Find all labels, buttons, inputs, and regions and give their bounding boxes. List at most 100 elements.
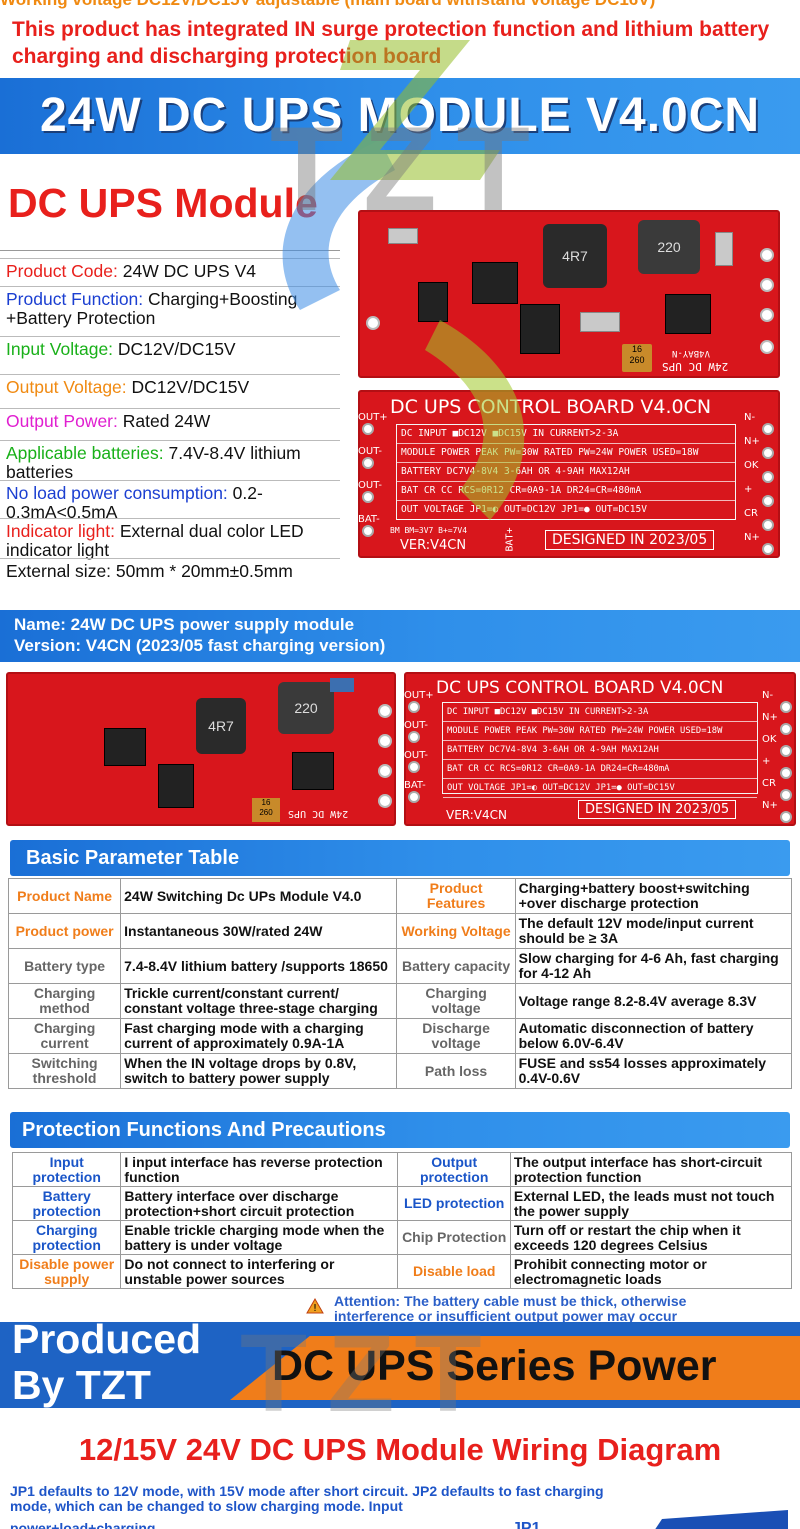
protection-value: Battery interface over discharge protect… xyxy=(120,1186,399,1221)
ctrl-spec-line: OUT VOLTAGE JP1=◐ OUT=DC12V JP1=● OUT=DC… xyxy=(443,779,757,798)
protection-label: Input protection xyxy=(11,1152,122,1187)
parameter-value: Automatic disconnection of battery below… xyxy=(514,1018,793,1054)
spec-row-divider xyxy=(0,258,340,259)
ic-chip-7 xyxy=(158,764,194,808)
spec-divider xyxy=(0,250,340,251)
parameter-value: 7.4-8.4V lithium battery /supports 18650 xyxy=(120,948,398,984)
produced-banner: Produced By TZT DC UPS Series Power xyxy=(0,1316,800,1408)
inductor-4r7: 4R7 xyxy=(543,224,607,288)
pin-pad: N+ xyxy=(744,436,778,460)
ctrl-board-title-2: DC UPS CONTROL BOARD V4.0CN xyxy=(436,678,724,698)
solder-pad xyxy=(780,789,792,801)
resistor-1 xyxy=(388,228,418,244)
pin-pad: N- xyxy=(744,412,778,436)
pin-pad: CR xyxy=(762,778,796,801)
solder-pad xyxy=(408,701,420,713)
solder-pad xyxy=(762,495,774,507)
protection-label: Disable load xyxy=(397,1254,511,1289)
produced-by-tzt: Produced By TZT xyxy=(12,1316,202,1408)
jumper-note: JP1 defaults to 12V mode, with 15V mode … xyxy=(10,1483,604,1514)
control-board-second: DC UPS CONTROL BOARD V4.0CN DC INPUT ■DC… xyxy=(404,672,796,826)
parameter-value: Fast charging mode with a charging curre… xyxy=(120,1018,398,1054)
solder-pad-4 xyxy=(760,340,774,354)
spec-label: Indicator light: xyxy=(6,521,115,541)
spec-label: Product Code: xyxy=(6,261,118,281)
spec-row-divider xyxy=(0,440,340,441)
solder-pad xyxy=(362,423,374,435)
spec-row: Product Function: Charging+Boosting +Bat… xyxy=(6,290,344,328)
logo-z-mark xyxy=(330,40,500,180)
capacitor-260-2: 16 260 xyxy=(252,798,280,822)
pin-label: N+ xyxy=(762,712,778,723)
title-banner: 24W DC UPS MODULE V4.0CN xyxy=(0,78,800,154)
solder-pad xyxy=(780,701,792,713)
parameter-value: Slow charging for 4-6 Ah, fast charging … xyxy=(514,948,793,984)
silk-brand: V4BAY-N xyxy=(672,348,710,358)
solder-pad xyxy=(780,767,792,779)
solder-pad-8 xyxy=(378,764,392,778)
pin-label: OUT- xyxy=(404,750,428,761)
spec-row: No load power consumption: 0.2-0.3mA<0.5… xyxy=(6,484,344,522)
spec-label: No load power consumption: xyxy=(6,483,228,503)
spec-row-divider xyxy=(0,518,340,519)
pin-label: OK xyxy=(762,734,777,745)
spec-row-divider xyxy=(0,408,340,409)
pin-label: OUT+ xyxy=(358,412,388,423)
protection-label: LED protection xyxy=(397,1186,511,1221)
pin-label: OUT- xyxy=(404,720,428,731)
solder-pad xyxy=(362,525,374,537)
version-line: Version: V4CN (2023/05 fast charging ver… xyxy=(14,636,386,655)
parameter-value: FUSE and ss54 losses approximately 0.4V-… xyxy=(514,1053,793,1089)
solder-pad xyxy=(762,471,774,483)
protection-label: Disable power supply xyxy=(11,1254,122,1289)
name-bar: Name: 24W DC UPS power supply module Ver… xyxy=(0,610,800,662)
spec-row: Applicable batteries: 7.4V-8.4V lithium … xyxy=(6,444,344,482)
spec-label: External size: xyxy=(6,561,112,581)
spec-value: DC12V/DC15V xyxy=(126,377,250,397)
name-line: Name: 24W DC UPS power supply module xyxy=(14,615,355,634)
series-title: DC UPS Series Power xyxy=(272,1342,717,1390)
working-voltage-line: Working voltage DC12V/DC15V adjustable (… xyxy=(0,0,800,10)
ctrl-version-2: VER:V4CN xyxy=(446,808,508,822)
solder-pad-1 xyxy=(760,248,774,262)
solder-pad xyxy=(362,457,374,469)
wiring-title: 12/15V 24V DC UPS Module Wiring Diagram xyxy=(78,1432,722,1467)
watermark-tzt-1: TZT xyxy=(270,102,550,236)
protection-label: Output protection xyxy=(397,1152,511,1187)
parameter-label: Product Name xyxy=(7,878,122,914)
solder-pad xyxy=(762,543,774,555)
ctrl-spec-line: MODULE POWER PEAK PW=30W RATED PW=24W PO… xyxy=(397,444,735,463)
ctrl-spec-line: BATTERY DC7V4-8V4 3-6AH OR 4-9AH MAX12AH xyxy=(443,741,757,760)
protection-value: I input interface has reverse protection… xyxy=(120,1152,399,1187)
parameter-label: Charging voltage xyxy=(396,983,516,1019)
parameter-value: Voltage range 8.2-8.4V average 8.3V xyxy=(514,983,793,1019)
ic-chip-3 xyxy=(418,282,448,322)
pin-label: + xyxy=(744,484,753,495)
solder-pad-6 xyxy=(378,704,392,718)
logo-swoosh-blue xyxy=(282,140,395,310)
pin-label: N+ xyxy=(744,532,760,543)
spec-row: Product Code: 24W DC UPS V4 xyxy=(6,262,344,281)
solder-pad xyxy=(408,791,420,803)
attention-note: Attention: The battery cable must be thi… xyxy=(334,1293,687,1324)
spec-value: 50mm * 20mm±0.5mm xyxy=(111,561,293,581)
protection-label: Chip Protection xyxy=(397,1220,511,1255)
resistor-3 xyxy=(715,232,733,266)
surge-protection-line: This product has integrated IN surge pro… xyxy=(12,18,770,68)
protection-value: Turn off or restart the chip when it exc… xyxy=(509,1220,793,1255)
pin-pad: N+ xyxy=(762,800,796,823)
protection-value: Do not connect to interfering or unstabl… xyxy=(120,1254,399,1289)
spec-value: 0.2-0.3mA<0.5mA xyxy=(6,483,263,522)
spec-row: Output Power: Rated 24W xyxy=(6,412,344,431)
spec-row: Output Voltage: DC12V/DC15V xyxy=(6,378,344,397)
spec-value: Charging+Boosting +Battery Protection xyxy=(6,289,298,328)
spec-row-divider xyxy=(0,336,340,337)
solder-pad xyxy=(762,447,774,459)
spec-row: Input Voltage: DC12V/DC15V xyxy=(6,340,344,359)
